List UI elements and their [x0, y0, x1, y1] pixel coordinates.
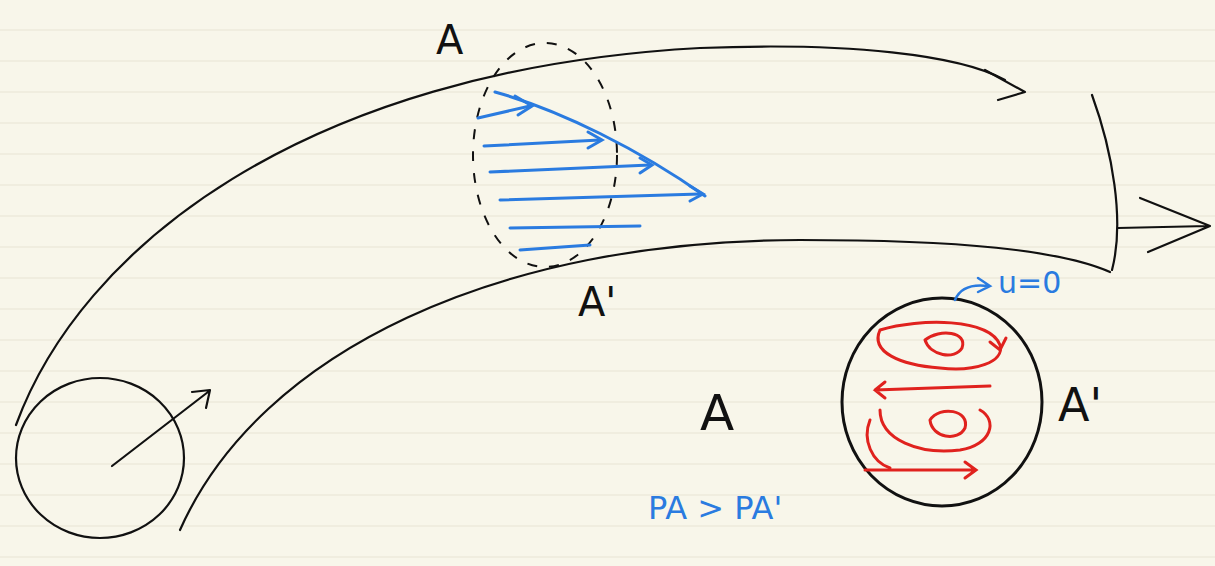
- velocity-profile: [478, 92, 990, 300]
- section-outline: [473, 43, 617, 267]
- section-label: A: [436, 20, 463, 60]
- boundary-condition: u=0: [998, 268, 1061, 298]
- stream-tube: [16, 47, 1210, 538]
- section-label: A: [700, 388, 734, 438]
- section-label: A': [578, 282, 616, 322]
- recirculation-vortices: [865, 322, 1006, 478]
- notebook-lines: [0, 30, 1215, 557]
- pressure-relation: PA > PA': [648, 492, 782, 524]
- section-label: A': [1058, 382, 1102, 428]
